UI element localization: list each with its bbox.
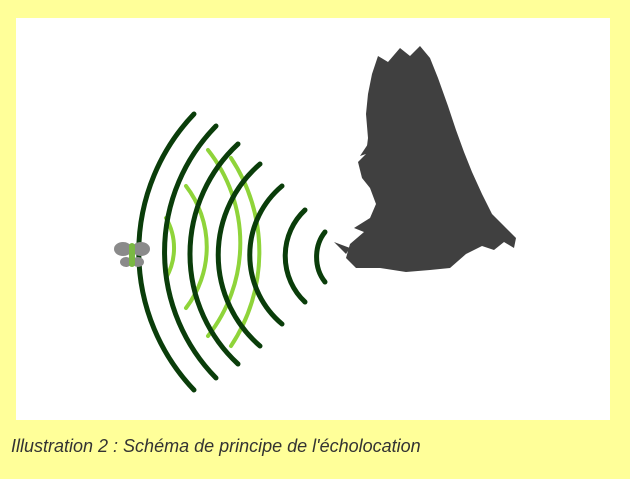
emitted-wave-1: [314, 229, 328, 285]
echolocation-diagram: [16, 18, 610, 420]
insect-icon: [114, 242, 150, 267]
emitted-wave-2: [282, 207, 308, 305]
emitted-wave-3: [247, 183, 285, 327]
figure-caption: Illustration 2 : Schéma de principe de l…: [11, 436, 421, 456]
emitted-wave-4: [215, 161, 263, 349]
emitted-wave-5: [187, 141, 241, 367]
emitted-waves: [136, 111, 328, 393]
echo-wave-3: [206, 148, 243, 338]
bat-silhouette-icon: [334, 46, 516, 272]
emitted-wave-6: [162, 123, 219, 381]
